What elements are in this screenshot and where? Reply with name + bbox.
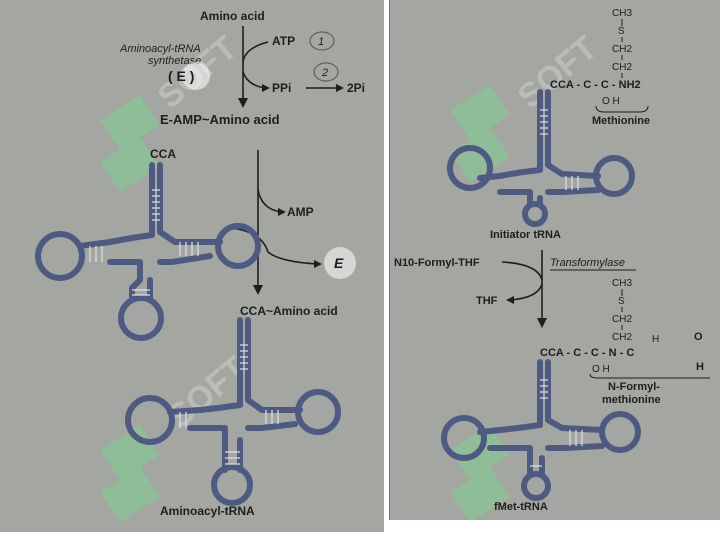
initiator-rungs xyxy=(540,109,579,190)
h-right-label: H xyxy=(696,361,704,373)
two-pi-label: 2Pi xyxy=(347,81,365,95)
trna-cloverleaf-1 xyxy=(35,162,261,341)
ch2-label-d: CH2 xyxy=(612,332,632,343)
stem-rungs-2 xyxy=(179,344,279,465)
n-formyl-label-2: methionine xyxy=(602,394,661,406)
atp-label: ATP xyxy=(272,34,295,48)
ppi-label: PPi xyxy=(272,81,291,95)
watermark-logo xyxy=(100,95,160,522)
left-diagram: SOFT SOFT Amino acid Aminoacyl-tRNA synt… xyxy=(35,9,365,522)
methionine-label: Methionine xyxy=(592,115,650,127)
o-h-label-2: O H xyxy=(592,364,610,375)
enzyme-glow xyxy=(182,62,210,90)
atp-note-circle xyxy=(309,31,335,51)
trna-fmet xyxy=(441,359,641,501)
arrows xyxy=(231,26,344,295)
s-label-2: S xyxy=(618,296,625,307)
cca-label: CCA xyxy=(150,147,176,161)
aminoacyl-trna-label: Aminoacyl-tRNA xyxy=(160,504,255,518)
ch2-label-b: CH2 xyxy=(612,62,632,73)
fmet-rungs xyxy=(530,379,583,467)
ch3-label: CH3 xyxy=(612,8,632,19)
ch2-label-c: CH2 xyxy=(612,314,632,325)
right-arrows xyxy=(501,250,547,328)
amp-label: AMP xyxy=(287,205,314,219)
enzyme-symbol: ( E ) xyxy=(168,68,194,84)
h-label: H xyxy=(652,334,659,345)
trna-cloverleaf-2 xyxy=(125,317,341,506)
ch3-label-2: CH3 xyxy=(612,278,632,289)
enzyme-released-glow xyxy=(324,247,356,279)
right-diagram: SOFT CH3 S CH2 CH2 CCA - C - C - NH2 O H… xyxy=(394,8,710,520)
enzyme-name-line1: Aminoacyl-tRNA xyxy=(119,43,201,55)
o-right-label: O xyxy=(694,331,703,343)
watermark-text-right: SOFT xyxy=(511,29,605,117)
methionine-structure: CH3 S CH2 CH2 CCA - C - C - NH2 O H Meth… xyxy=(550,8,650,127)
ch2-label-a: CH2 xyxy=(612,44,632,55)
amino-acid-label: Amino acid xyxy=(200,9,265,23)
enzyme-name-line2: synthetase xyxy=(148,55,201,67)
s-label: S xyxy=(618,26,625,37)
ppi-note: 2 xyxy=(321,67,328,79)
thf-label: THF xyxy=(476,295,498,307)
initiator-trna-label: Initiator tRNA xyxy=(490,229,561,241)
atp-note: 1 xyxy=(318,36,324,48)
cca-amino-acid-label: CCA~Amino acid xyxy=(240,304,338,318)
transformylase-label: Transformylase xyxy=(550,257,625,269)
fmet-trna-label: fMet-tRNA xyxy=(494,501,548,513)
n-formyl-label-1: N-Formyl- xyxy=(608,381,660,393)
formylmethionine-structure: CH3 S CH2 CH2 H CCA - C - C - N - C O H … xyxy=(540,278,710,406)
stem-rungs-1 xyxy=(89,189,199,296)
o-h-label: O H xyxy=(602,96,620,107)
e-amp-label: E-AMP~Amino acid xyxy=(160,112,280,127)
cca-methionine-line: CCA - C - C - NH2 xyxy=(550,79,641,91)
ppi-note-circle xyxy=(313,62,339,82)
trna-initiator xyxy=(447,89,635,227)
enzyme-released-label: E xyxy=(334,255,344,271)
left-panel-aminoacylation: SOFT SOFT Amino acid Aminoacyl-tRNA synt… xyxy=(0,0,384,532)
cca-formyl-line: CCA - C - C - N - C xyxy=(540,347,634,359)
formyl-thf-label: N10-Formyl-THF xyxy=(394,257,480,269)
right-panel-formylation: SOFT CH3 S CH2 CH2 CCA - C - C - NH2 O H… xyxy=(389,0,720,520)
